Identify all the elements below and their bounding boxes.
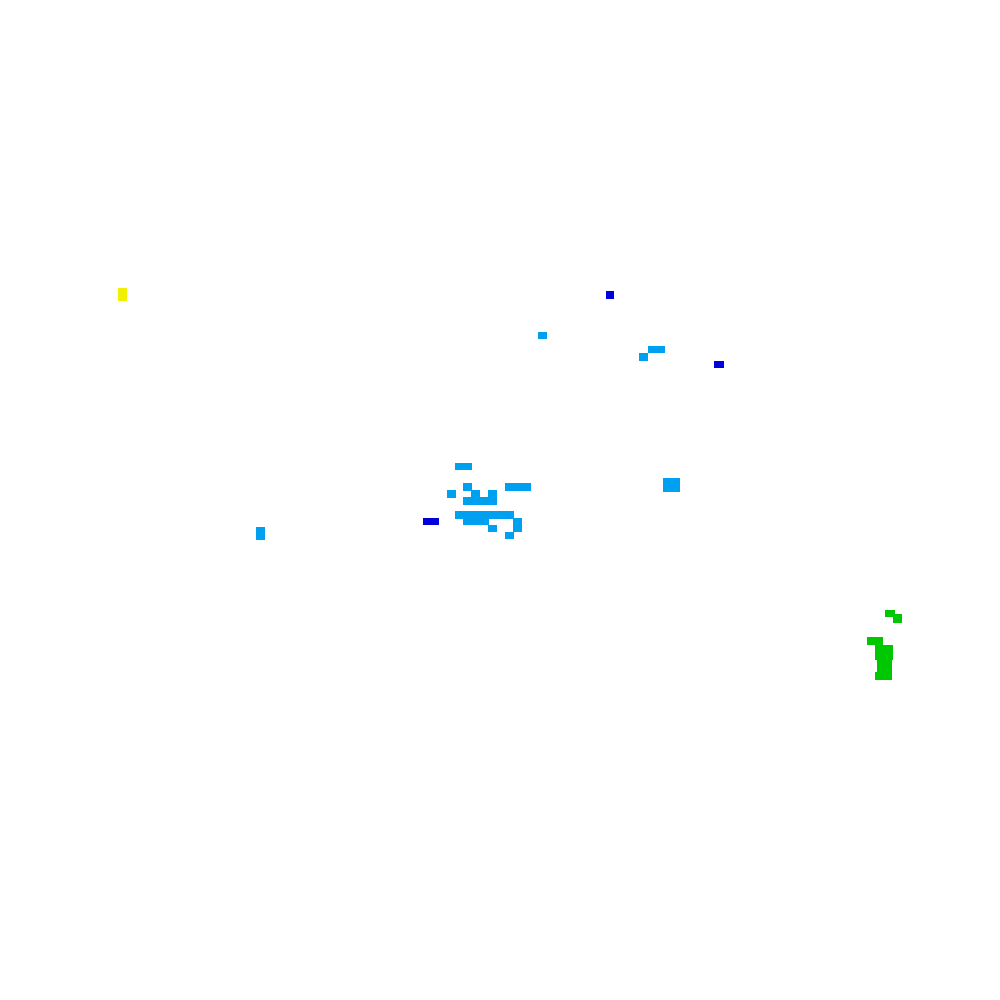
light-blue-cluster-cell [488, 525, 497, 532]
green-cluster-cell [875, 672, 892, 680]
light-blue-cluster-cell [463, 497, 497, 505]
light-blue-cluster-cell [513, 518, 522, 532]
green-cluster-cell [885, 610, 895, 617]
dark-blue-cluster-cell [714, 361, 724, 368]
green-cluster-cell [893, 614, 902, 623]
light-blue-cluster [256, 332, 680, 540]
dark-blue-cluster [423, 291, 724, 525]
green-cluster [867, 610, 902, 680]
light-blue-cluster-cell [488, 490, 497, 498]
dark-blue-cluster-cell [606, 291, 614, 299]
light-blue-cluster-cell [455, 511, 514, 519]
map-cells-layer [118, 288, 902, 680]
light-blue-cluster-cell [256, 527, 265, 540]
light-blue-cluster-cell [463, 483, 472, 491]
light-blue-cluster-cell [471, 490, 480, 498]
light-blue-cluster-cell [505, 483, 531, 491]
light-blue-cluster-cell [648, 346, 665, 353]
light-blue-cluster-cell [639, 353, 648, 361]
yellow-cluster-cell [118, 288, 127, 301]
green-cluster-cell [875, 645, 893, 660]
light-blue-cluster-cell [455, 463, 472, 470]
light-blue-cluster-cell [463, 518, 489, 525]
yellow-cluster [118, 288, 127, 301]
light-blue-cluster-cell [538, 332, 547, 339]
light-blue-cluster-cell [505, 532, 514, 539]
light-blue-cluster-cell [663, 478, 680, 492]
green-cluster-cell [877, 660, 892, 672]
light-blue-cluster-cell [447, 490, 456, 498]
dark-blue-cluster-cell [423, 518, 439, 525]
green-cluster-cell [867, 637, 883, 645]
